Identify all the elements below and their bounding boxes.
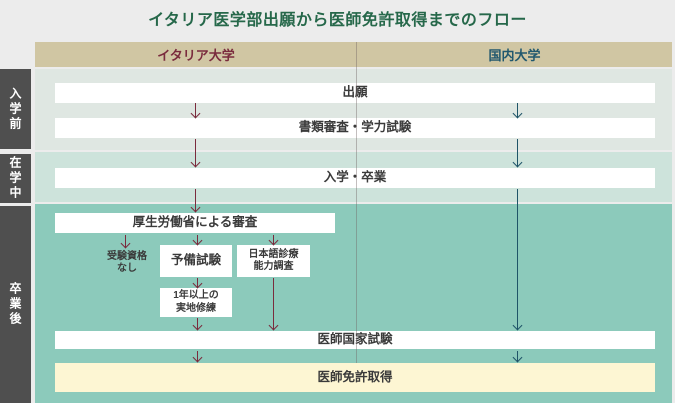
arrow-enrollment-to-national-exam-domestic [517,189,518,329]
arrow-national-exam-to-license-domestic [517,351,518,361]
node-national-medical-exam: 医師国家試験 [55,331,655,349]
node-mhlw-review: 厚生労働省による審査 [55,213,335,233]
node-enrollment-graduation: 入学・卒業 [55,168,655,188]
arrow-screening-to-enrollment-domestic [517,139,518,166]
column-header-domestic-university: 国内大学 [488,48,541,63]
node-medical-license-acquired: 医師免許取得 [55,363,655,392]
phase-label-before-admission: 入学前 [0,69,31,149]
node-document-screening-exam: 書類審査・学力試験 [55,118,655,138]
arrow-mhlw-to-no-eligibility [125,235,126,247]
node-no-exam-eligibility: 受験資格 なし [107,250,147,275]
column-header-italy-university: イタリア大学 [157,48,235,63]
arrow-training-to-national-exam [197,318,198,329]
arrow-mhlw-to-japanese-survey [273,235,274,244]
column-divider-line [356,42,357,363]
arrow-national-exam-to-license-italy [197,351,198,361]
arrow-screening-to-enrollment-italy [195,139,196,166]
arrow-application-to-screening-domestic [517,103,518,117]
page-title: イタリア医学部出願から医師免許取得までのフロー [148,12,527,29]
node-practical-training: 1年以上の 実地修練 [160,288,232,317]
node-application: 出願 [55,83,655,103]
node-preliminary-exam: 予備試験 [160,245,232,277]
column-header-band [35,42,672,67]
phase-label-after-graduation: 卒業後 [0,206,31,403]
arrow-japanese-survey-to-national-exam [273,278,274,329]
arrow-enrollment-to-mhlw-review [195,189,196,211]
node-japanese-clinical-ability-survey: 日本語診療 能力調査 [237,245,310,277]
arrow-application-to-screening-italy [195,103,196,117]
arrow-preliminary-to-training [197,278,198,287]
arrow-mhlw-to-preliminary-exam [197,235,198,244]
phase-label-during-school: 在学中 [0,154,31,203]
